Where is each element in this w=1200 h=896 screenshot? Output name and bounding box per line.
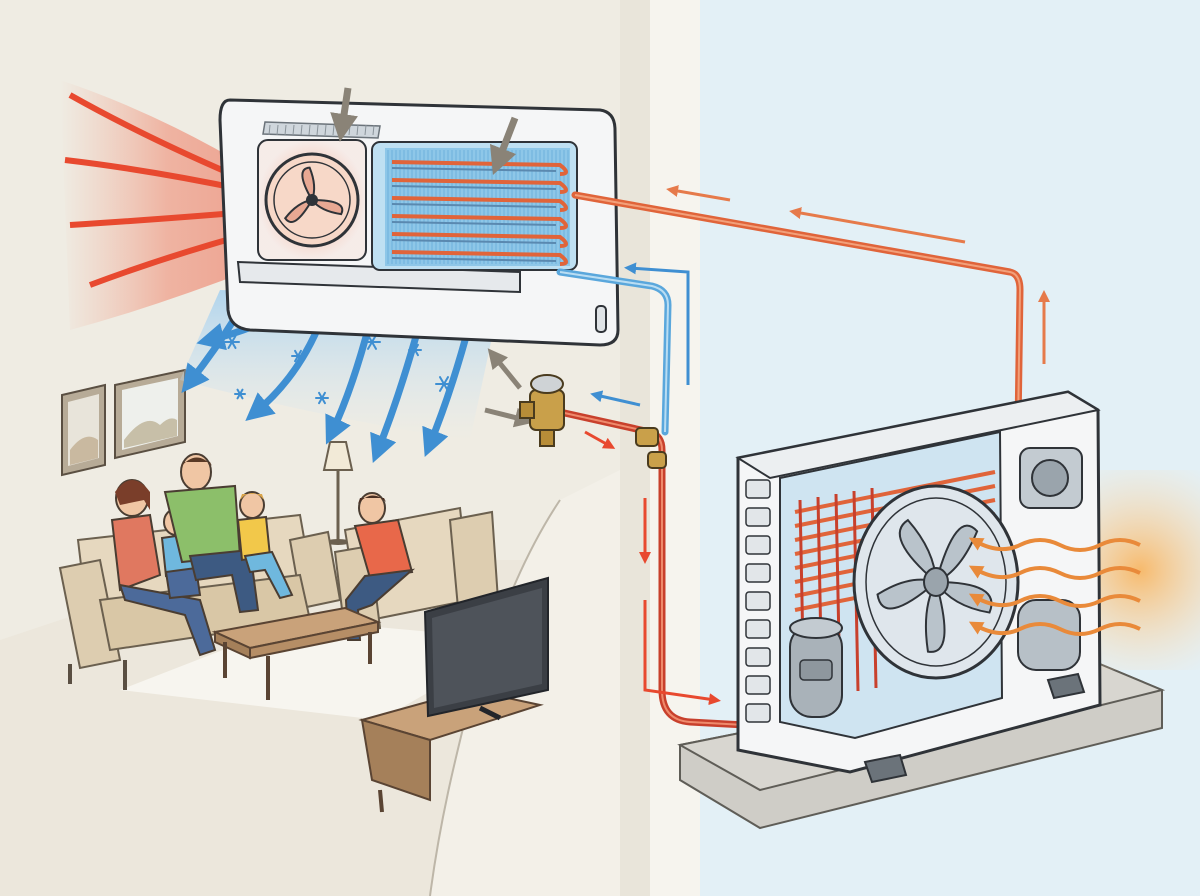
snowflake-icon (291, 349, 305, 363)
vent-slot (745, 479, 771, 499)
outdoor-fan (852, 484, 1020, 680)
vent-slot (745, 619, 771, 639)
person-man (163, 453, 260, 614)
heat-waves (968, 537, 1141, 636)
heat-wave-arrow (968, 537, 1141, 552)
wall-pictures (61, 368, 186, 477)
heat-wave-arrow (968, 621, 1141, 636)
picture-frame-large (114, 368, 186, 460)
vent-slot (745, 535, 771, 555)
person-child-2 (236, 491, 294, 600)
vent-slot (745, 507, 771, 527)
vent-slot (745, 675, 771, 695)
snowflake-icon (363, 334, 381, 350)
snowflake-icon (435, 376, 453, 392)
snowflake-icon (315, 391, 329, 405)
snowflake-icon (224, 334, 240, 350)
snowflakes (224, 307, 453, 405)
vent-slot (745, 563, 771, 583)
indoor-unit (218, 87, 620, 347)
picture-frame-small (61, 383, 106, 477)
wall-side-face (640, 0, 700, 896)
refrigerant-lines (484, 185, 1050, 732)
heat-wave-arrow (968, 593, 1141, 608)
outdoor-unit (677, 390, 1200, 830)
compressor (789, 617, 843, 718)
indoor-fan (257, 139, 367, 261)
snowflake-icon (408, 343, 422, 357)
person-woman (110, 479, 217, 657)
vent-slot (745, 647, 771, 667)
wall-front-face (620, 0, 650, 896)
snowflake-icon (234, 388, 246, 400)
expansion-valve (519, 374, 667, 469)
vent-slot (745, 591, 771, 611)
top-intake-arrows (330, 87, 519, 176)
fan-icon (283, 166, 344, 223)
fan-motor (1017, 447, 1083, 671)
evaporator-coil (371, 141, 578, 271)
family (110, 453, 416, 657)
heat-wave-arrow (968, 565, 1141, 580)
coffee-table (211, 606, 382, 700)
indoor-unit-status-light (595, 305, 607, 333)
television (423, 576, 549, 721)
vent-slots (745, 479, 771, 723)
vent-slot (745, 703, 771, 723)
room-rug (120, 620, 520, 720)
